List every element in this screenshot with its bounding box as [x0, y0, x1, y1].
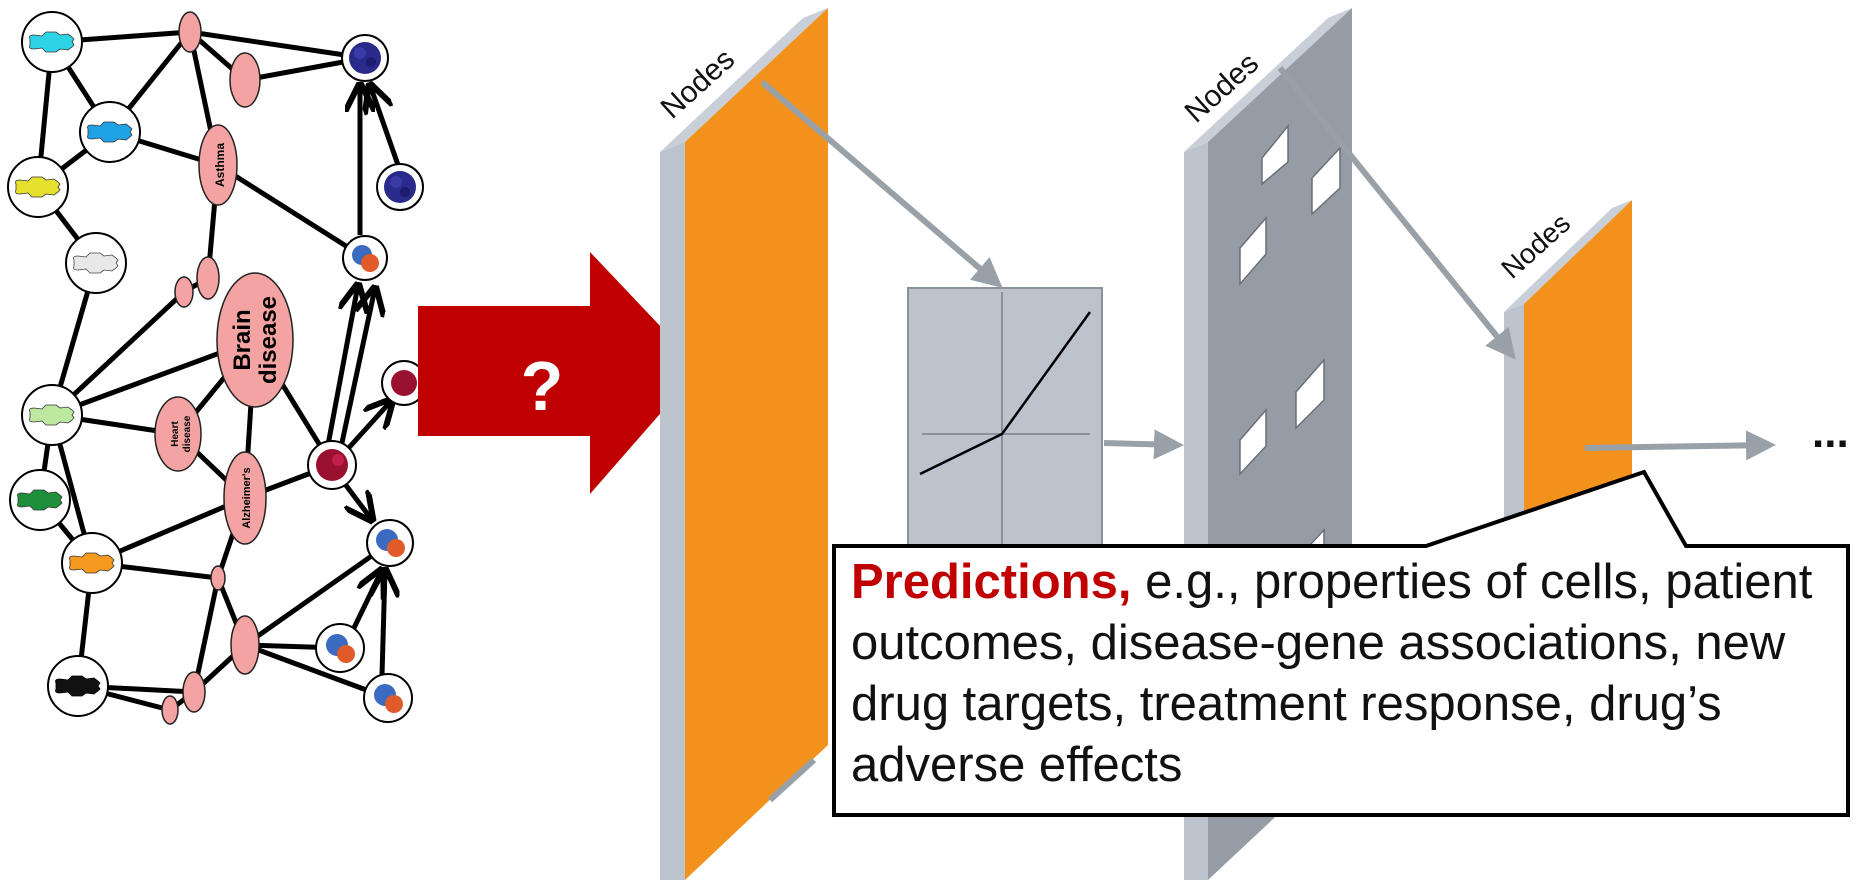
layer-top-edge — [660, 8, 828, 152]
disease-node-heart — [154, 396, 202, 472]
layer-top-edge — [1184, 8, 1352, 152]
brain-label-line1: Brain — [229, 309, 256, 370]
predictions-highlight: Predictions, — [851, 555, 1132, 609]
protein-node — [315, 623, 365, 673]
patient-node — [7, 156, 69, 218]
alzheimers-label: Alzheimer's — [241, 467, 253, 528]
activation-curve — [919, 311, 1092, 476]
protein-node — [307, 440, 357, 490]
dropout-hole — [1295, 358, 1325, 430]
disease-node — [182, 671, 206, 713]
disease-node — [210, 565, 226, 591]
disease-node-asthma — [198, 124, 238, 206]
asthma-label: Asthma — [213, 143, 227, 187]
protein-node — [341, 34, 389, 82]
disease-nodes — [154, 11, 294, 725]
dropout-hole — [1311, 146, 1341, 216]
orange-layer-panel — [685, 8, 828, 880]
disease-node — [161, 695, 179, 725]
directed-edge — [325, 285, 358, 446]
patient-node — [79, 101, 141, 163]
connector-arrow — [1584, 430, 1776, 461]
disease-node — [178, 11, 202, 53]
transform-arrow — [418, 252, 700, 494]
directed-edge — [337, 288, 375, 453]
dropout-hole — [1239, 407, 1267, 476]
disease-node-alzheimers — [223, 451, 267, 545]
directed-edge — [382, 570, 385, 676]
protein-node — [376, 163, 424, 211]
question-mark: ? — [521, 347, 564, 425]
patient-node — [47, 655, 109, 717]
protein-node — [366, 519, 414, 567]
continuation-ellipsis: ... — [1812, 408, 1849, 457]
activation-box — [907, 287, 1103, 559]
connector-arrow — [1103, 429, 1184, 460]
dropout-hole — [1239, 215, 1267, 287]
heart-label-line2: disease — [182, 415, 193, 452]
connector-arrow — [760, 79, 1003, 288]
network-edge — [243, 540, 392, 648]
protein-node — [342, 235, 388, 281]
connector-arrow — [1277, 66, 1516, 360]
patient-node — [65, 232, 127, 294]
network-edge — [189, 29, 366, 61]
prediction-callout — [832, 469, 1850, 817]
directed-edge — [370, 85, 401, 166]
heart-label-line1: Heart — [170, 421, 181, 447]
network-edge — [216, 162, 367, 261]
disease-node-brain — [216, 272, 294, 408]
protein-node — [363, 673, 413, 723]
patient-node — [9, 469, 71, 531]
disease-node — [174, 276, 194, 308]
disease-node — [229, 52, 261, 108]
protein-nodes — [307, 34, 427, 723]
predictions-description: e.g., properties of cells, patient outco… — [851, 555, 1813, 792]
connector-stub — [767, 757, 817, 803]
disease-node — [230, 615, 260, 675]
patient-node — [21, 11, 83, 73]
layer-top-edge — [1504, 200, 1632, 312]
brain-label-line2: disease — [255, 296, 282, 384]
patient-node — [21, 384, 83, 446]
activation-panel — [907, 287, 1103, 559]
callout-box — [832, 469, 1850, 817]
disease-node — [196, 256, 220, 300]
directed-edge — [343, 400, 392, 454]
directed-edge — [349, 570, 382, 634]
callout-text: Predictions, e.g., properties of cells, … — [851, 552, 1846, 796]
layer-connectors — [760, 66, 1776, 803]
layer-side-edge — [1504, 304, 1524, 560]
input-layer: Nodes — [655, 8, 828, 880]
orange-output-panel — [1524, 200, 1632, 560]
patient-nodes — [7, 11, 141, 717]
patient-node — [61, 532, 123, 594]
layer-side-edge — [660, 142, 685, 880]
directed-edge — [340, 478, 372, 520]
protein-node — [381, 360, 427, 406]
dropout-hole — [1261, 123, 1289, 186]
network-edge — [244, 642, 389, 701]
